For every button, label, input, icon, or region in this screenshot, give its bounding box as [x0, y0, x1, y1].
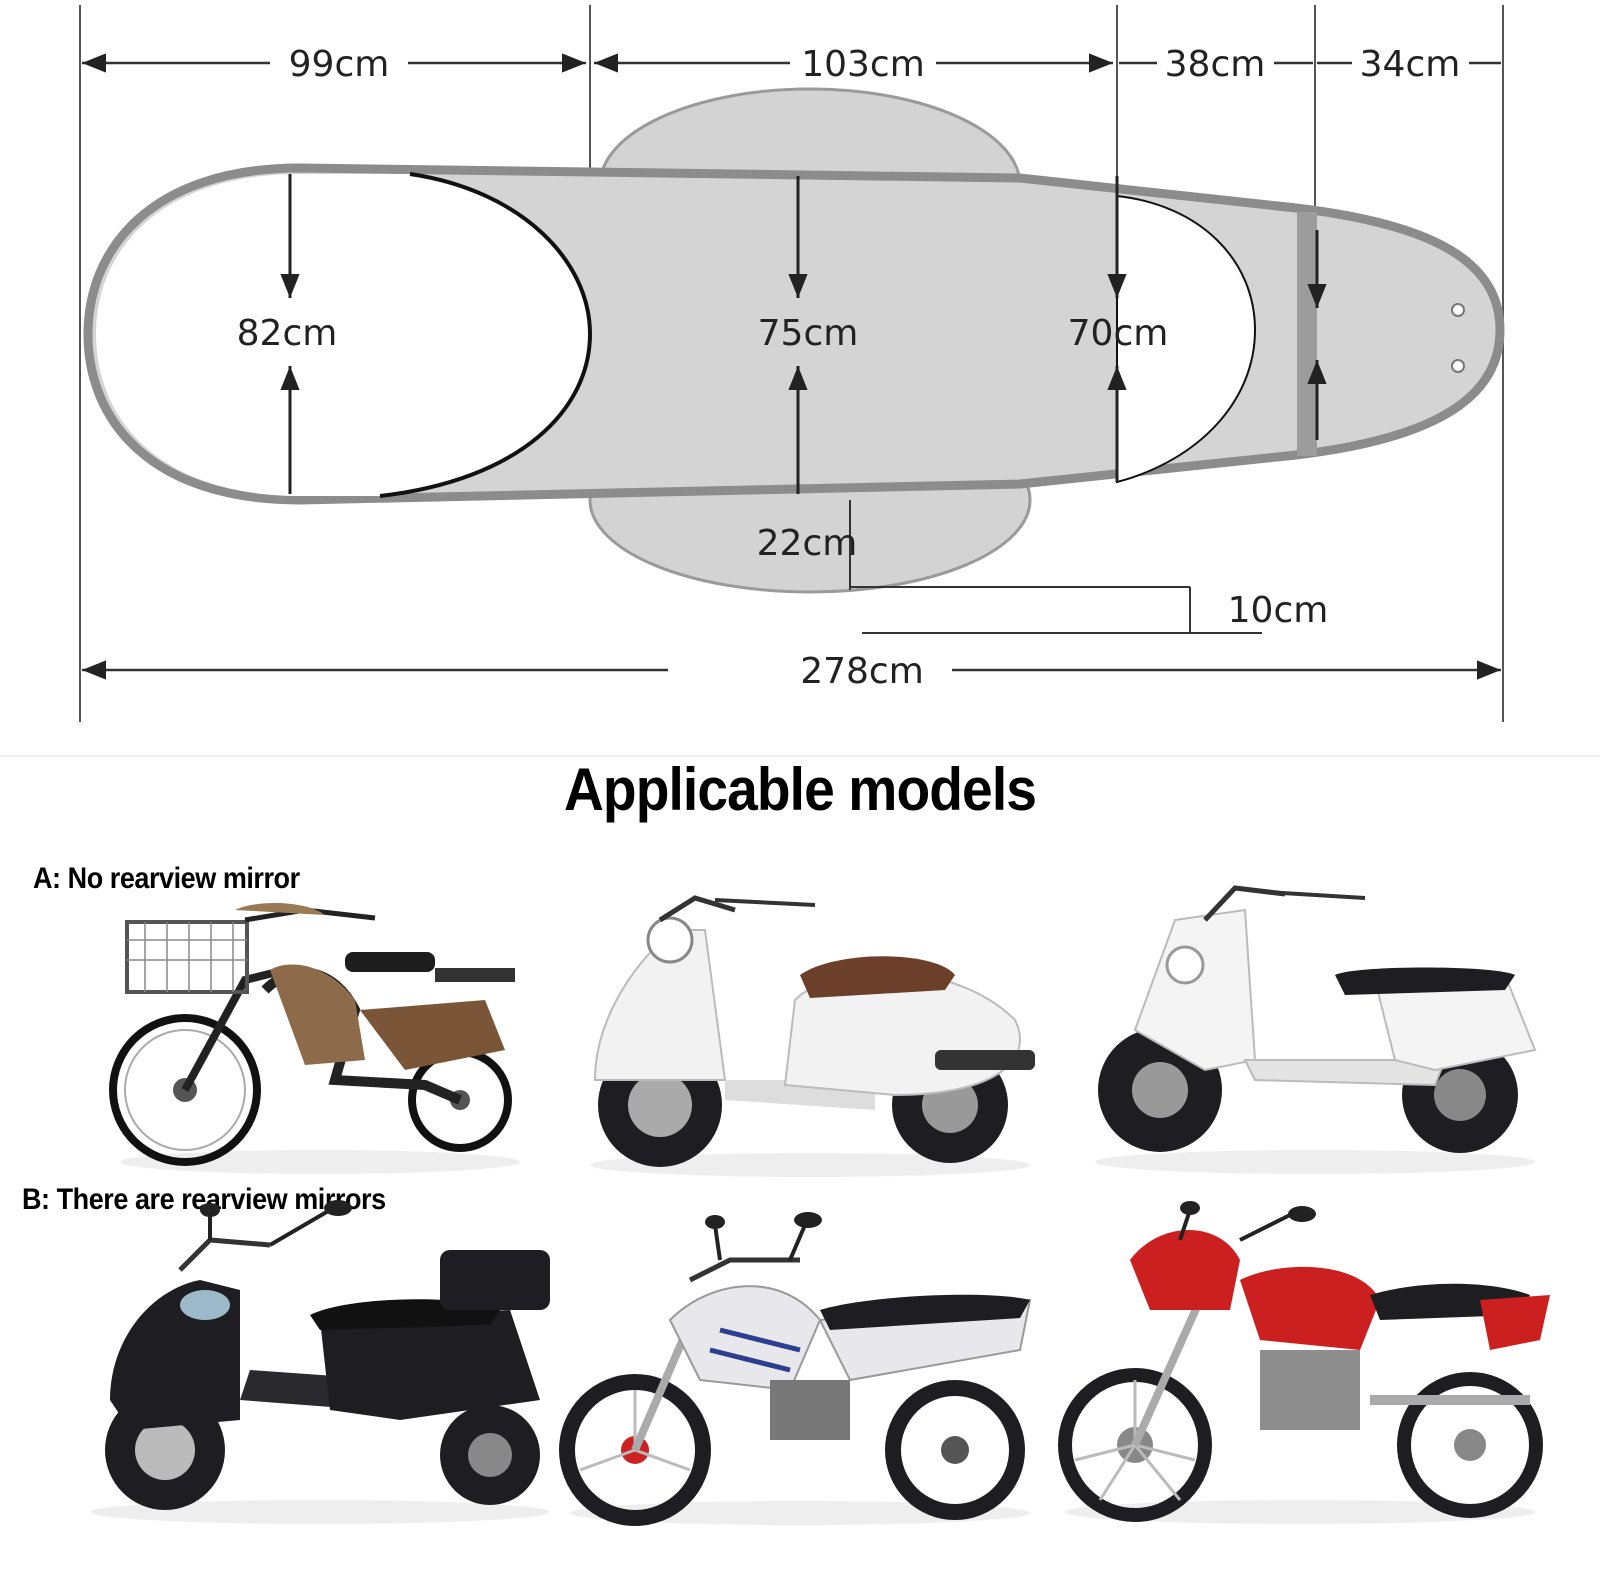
electric-bicycle-image [109, 903, 520, 1174]
width-label-front: 82cm [237, 313, 338, 354]
width-dimension-lines [280, 174, 1327, 494]
white-underbone-motorcycle-image [559, 1212, 1032, 1526]
width-label-middle: 75cm [758, 313, 859, 354]
models-heading: Applicable models [563, 756, 1037, 823]
segment-label-2: 103cm [801, 44, 925, 85]
width-label-rear: 70cm [1068, 313, 1169, 354]
hole-bottom [1451, 359, 1465, 373]
group-a-label: A: No rearview mirror [33, 862, 300, 895]
flap-label: 22cm [757, 523, 858, 564]
seam-strip [1297, 212, 1317, 456]
white-retro-scooter-image [590, 895, 1035, 1177]
white-electric-scooter-image [1095, 885, 1537, 1174]
segment-label-1: 99cm [289, 44, 390, 85]
front-panel [96, 174, 590, 496]
black-scooter-image [90, 1200, 550, 1524]
rear-panel [1116, 194, 1257, 484]
flap-dimension-lines [849, 500, 1262, 634]
offset-label: 10cm [1228, 590, 1329, 631]
hole-top [1451, 303, 1465, 317]
cover-dimension-diagram: 99cm 103cm 38cm 34cm 82cm 75cm 70cm 22cm… [0, 5, 1600, 757]
segment-label-4: 34cm [1360, 44, 1461, 85]
red-street-motorcycle-image [1058, 1201, 1550, 1524]
seat-cover-shape [83, 87, 1505, 594]
segment-label-3: 38cm [1165, 44, 1266, 85]
total-length-label: 278cm [800, 651, 924, 692]
extension-lines [79, 5, 1504, 722]
